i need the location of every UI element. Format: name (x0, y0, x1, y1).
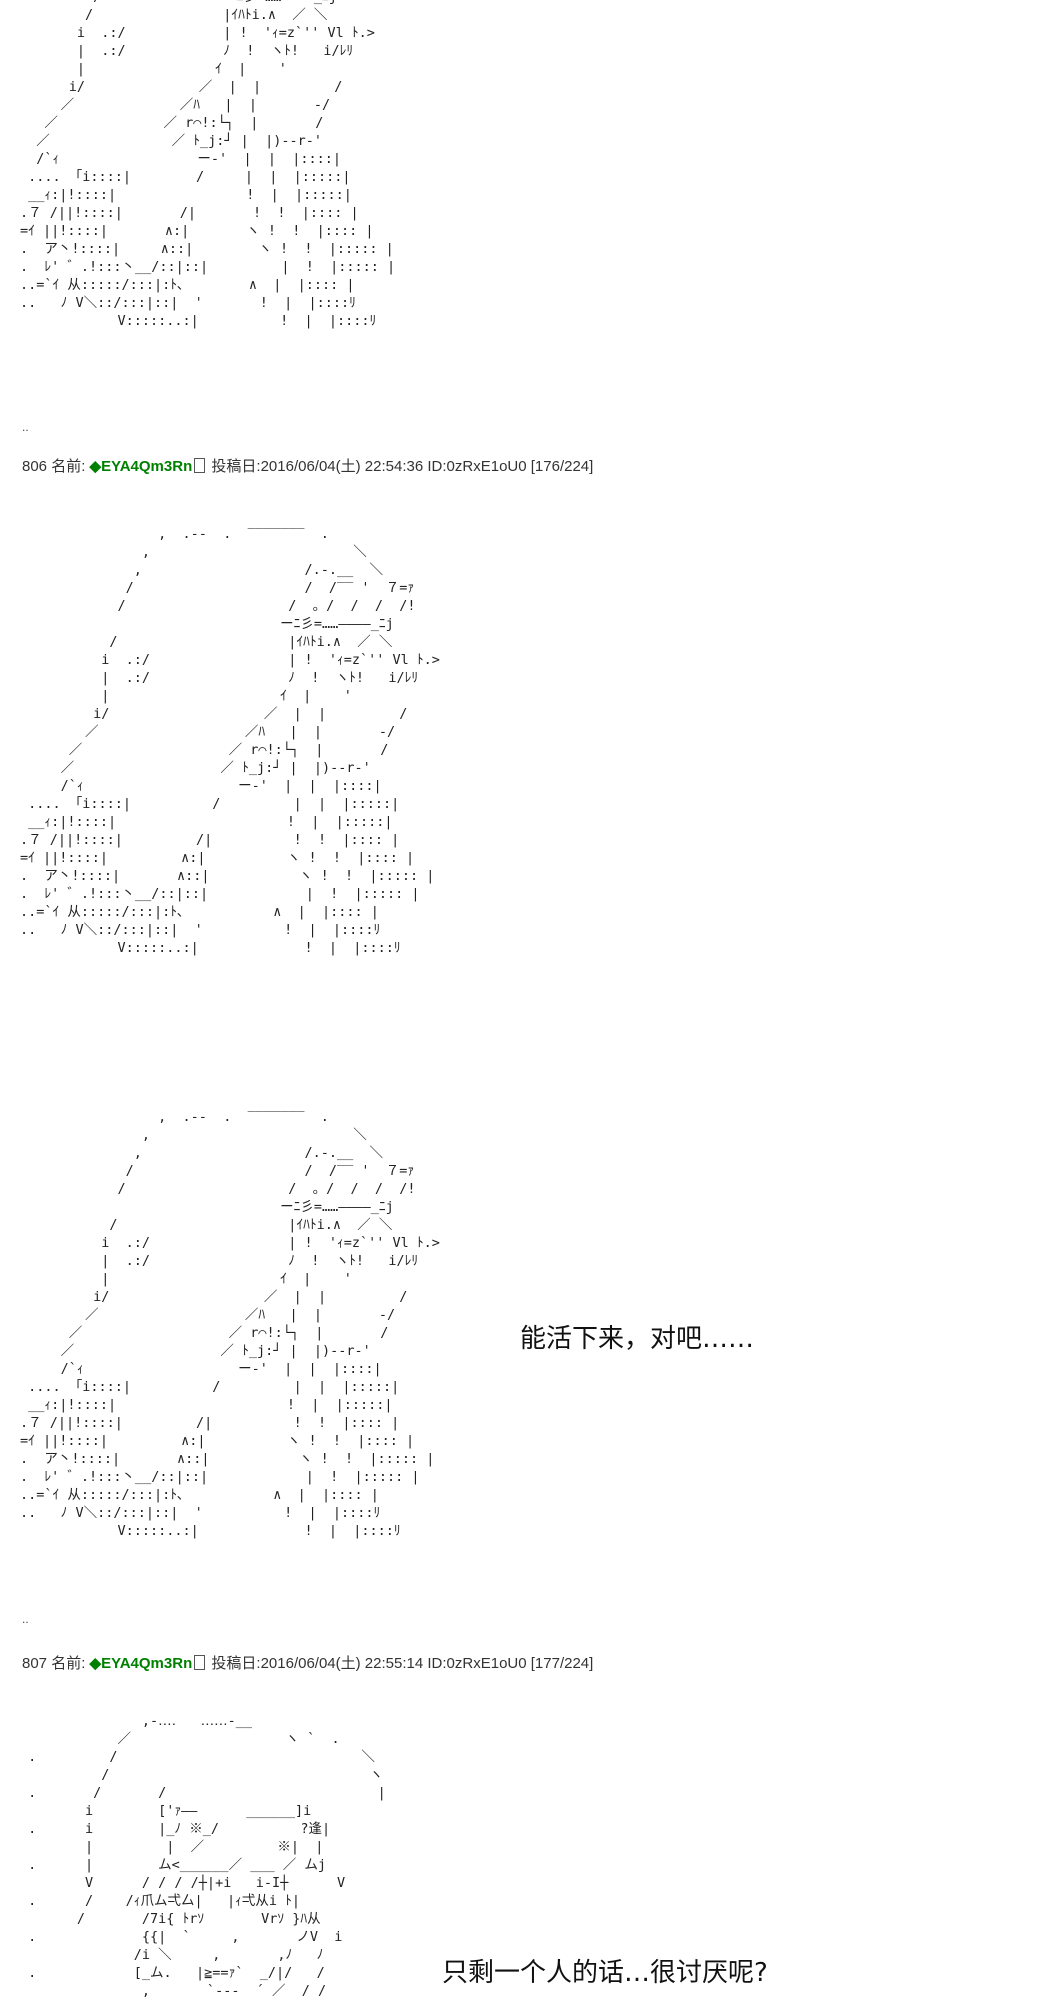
post-id[interactable]: ID:0zRxE1oU0 (427, 1655, 527, 1672)
author-trip[interactable]: ◆EYA4Qm3Rn (89, 458, 193, 475)
dialogue-text: 能活下来，对吧…… (520, 1324, 755, 1354)
post-datetime: 2016/06/04(土) 22:55:14 (260, 1655, 424, 1672)
post-number: 806 (22, 458, 48, 475)
missing-glyph-icon (194, 1655, 206, 1670)
post-count: [176/224] (530, 458, 594, 475)
ascii-art-figure-top: / ーﾆ彡=……――――_ﾆj / |ｲﾊﾄi.∧ ／ ＼ i .:/ | ! … (20, 0, 396, 329)
name-label: 名前: (51, 458, 86, 475)
separator-dots: .. (22, 1612, 29, 1626)
author-trip[interactable]: ◆EYA4Qm3Rn (89, 1655, 193, 1672)
name-label: 名前: (51, 1655, 86, 1672)
ascii-art-figure-girl: ,-‥‥ ‥‥‥-__ ／ ヽ ` . . / ＼ / ヽ . / / | i (28, 1713, 386, 1999)
post-datetime: 2016/06/04(土) 22:54:36 (260, 458, 424, 475)
ascii-art-figure: , .-- . ‾‾‾‾‾‾‾ . , ＼ , /.-.__ ＼ / / /‾‾… (20, 526, 440, 956)
post-count: [177/224] (530, 1655, 594, 1672)
date-label: 投稿日: (211, 1655, 261, 1672)
post-number: 807 (22, 1655, 48, 1672)
post-id[interactable]: ID:0zRxE1oU0 (427, 458, 527, 475)
post-header: 807 名前: ◆EYA4Qm3Rn 投稿日:2016/06/04(土) 22:… (22, 1652, 593, 1673)
ascii-art-figure: , .-- . ‾‾‾‾‾‾‾ . , ＼ , /.-.__ ＼ / / /‾‾… (20, 1109, 440, 1539)
dialogue-text: 只剩一个人的话…很讨厌呢? (442, 1958, 768, 1988)
date-label: 投稿日: (211, 458, 261, 475)
missing-glyph-icon (194, 458, 206, 473)
post-header: 806 名前: ◆EYA4Qm3Rn 投稿日:2016/06/04(土) 22:… (22, 455, 593, 476)
separator-dots: .. (22, 420, 29, 434)
